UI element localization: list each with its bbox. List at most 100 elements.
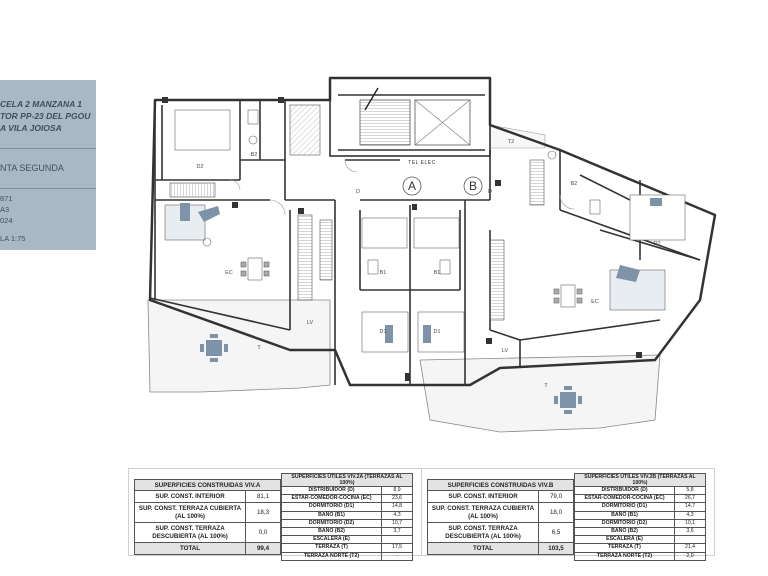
reference-block: 871 A3 024 [0,193,13,226]
table-cell-label: ESTAR-COMEDOR-COCINA (EC) [574,494,675,504]
table-cell-value: 23,6 [381,494,413,504]
room-label-lv-b: LV [501,348,509,354]
kitchen-right [489,239,505,321]
unit-b-marker [463,176,483,196]
room-label-b2-b: B2 [570,181,578,187]
table-cell-value [381,535,413,545]
table-header: SUPERFICIES ÚTILES VIV.2A (TERRAZAS AL 1… [281,473,413,487]
floor-plan-drawing [147,76,717,433]
table-cell-label: DORMITORIO (D1) [574,502,675,512]
table-total-label: TOTAL [134,542,246,555]
dining-set-right [553,284,583,308]
walls-core [285,77,491,385]
table-header: SUPERFICIES CONSTRUIDAS VIV.B [427,479,574,491]
table-cell-label: SUP. CONST. TERRAZA CUBIERTA (AL 100%) [427,502,539,523]
table-cell-label: DISTRIBUIDOR (D) [574,485,675,496]
terrace-left [147,299,331,393]
table-cell-value: 6,5 [538,522,574,543]
kitchen-left [297,214,313,301]
unit-a-label: A [407,179,417,193]
project-line-2: TOR PP-23 DEL PGOU [0,111,91,121]
divider [0,148,96,149]
table-total-value: 99,4 [245,542,281,555]
scale-label: LA 1:75 [0,234,26,243]
table-cell-value: 3,6 [674,526,706,537]
table-cell-label: DISTRIBUIDOR (D) [281,485,382,496]
table-cell-label: TERRAZA (T) [574,543,675,553]
table-cell-label: ESCALERA (E) [574,535,675,545]
walls-unit-a [149,100,336,385]
electrical-room-label: TEL ELEC [408,160,436,166]
table-cell-label: BAÑO (B1) [574,510,675,520]
table-cell-label: ESTAR-COMEDOR-COCINA (EC) [281,494,382,504]
room-label-b1-a: B1 [379,270,387,276]
table-cell-label: SUP. CONST. TERRAZA DESCUBIERTA (AL 100%… [134,522,246,543]
table-usable-b: SUPERFICIES ÚTILES VIV.2B (TERRAZAS AL 1… [574,473,706,561]
furniture [164,109,686,353]
room-label-d-a: D [356,189,360,195]
divider [0,188,96,189]
table-cell-value: 79,0 [538,490,574,503]
table-usable-a: SUPERFICIES ÚTILES VIV.2A (TERRAZAS AL 1… [281,473,413,561]
bathroom-fixtures [202,109,601,275]
room-label-b2-a: B2 [250,152,258,158]
table-cell-value: 4,3 [674,510,706,520]
table-cell-label: ESCALERA (E) [281,535,382,545]
room-label-d2-a: D2 [196,164,204,170]
project-line-1: CELA 2 MANZANA 1 [0,99,83,109]
table-cell-value: 26,7 [674,494,706,504]
reference-3: 024 [0,216,13,225]
table-cell-value: 3,7 [381,526,413,537]
table-cell-label: SUP. CONST. TERRAZA CUBIERTA (AL 100%) [134,502,246,523]
table-cell-label: SUP. CONST. TERRAZA DESCUBIERTA (AL 100%… [427,522,539,543]
room-label-d1-b: D1 [433,329,441,335]
table-cell-value: 0,0 [245,522,281,543]
table-total-label: TOTAL [427,542,539,555]
structural-columns [162,97,642,381]
title-block: CELA 2 MANZANA 1 TOR PP-23 DEL PGOU A VI… [0,80,96,250]
table-cell-label: DORMITORIO (D2) [574,518,675,528]
floor-plan: A B TEL ELEC D2 B2 EC D B1 D1 LV T T2 D … [147,76,717,433]
table-cell-value: 10,7 [381,518,413,528]
table-cell-value: - [381,551,413,561]
project-line-3: A VILA JOIOSA [0,123,62,133]
table-cell-label: DORMITORIO (D2) [281,518,382,528]
terrace-table-left [200,334,228,362]
room-label-ec-b: EC [591,299,599,305]
table-header: SUPERFICIES ÚTILES VIV.2B (TERRAZAS AL 1… [574,473,706,487]
bed-accents [180,198,662,343]
table-constructed-a: SUPERFICIES CONSTRUIDAS VIV.A SUP. CONST… [134,479,281,555]
table-total-value: 103,5 [538,542,574,555]
room-label-t-b: T [544,383,548,389]
walls-unit-b [489,150,701,368]
table-cell-value: 17,5 [381,543,413,553]
room-label-d1-a: D1 [379,329,387,335]
room-label-lv-a: LV [306,320,314,326]
table-cell-value: 81,1 [245,490,281,503]
table-cell-value: 4,3 [381,510,413,520]
unit-a-marker [402,176,422,196]
table-cell-value: 8,9 [381,485,413,496]
room-label-b1-b: B1 [433,270,441,276]
table-cell-value: 14,7 [674,502,706,512]
table-cell-label: BAÑO (B1) [281,510,382,520]
table-cell-label: SUP. CONST. INTERIOR [427,490,539,503]
table-cell-label: TERRAZA NORTE (T2) [281,551,382,561]
door-swings [229,159,575,216]
table-cell-value: 18,0 [538,502,574,523]
terrace-table-right [554,386,582,414]
reference-2: A3 [0,205,10,214]
shaft-left [289,104,321,156]
stair-core [359,99,411,146]
stair-left [169,182,216,198]
reference-1: 871 [0,194,13,203]
room-label-d-b: D [488,189,492,195]
table-header: SUPERFICIES CONSTRUIDAS VIV.A [134,479,281,491]
lift-shaft [414,99,471,146]
table-cell-label: TERRAZA NORTE (T2) [574,551,675,561]
dining-set-left [240,257,270,281]
table-constructed-b: SUPERFICIES CONSTRUIDAS VIV.B SUP. CONST… [427,479,574,555]
table-cell-value: 14,8 [381,502,413,512]
table-cell-label: SUP. CONST. INTERIOR [134,490,246,503]
table-cell-label: DORMITORIO (D1) [281,502,382,512]
